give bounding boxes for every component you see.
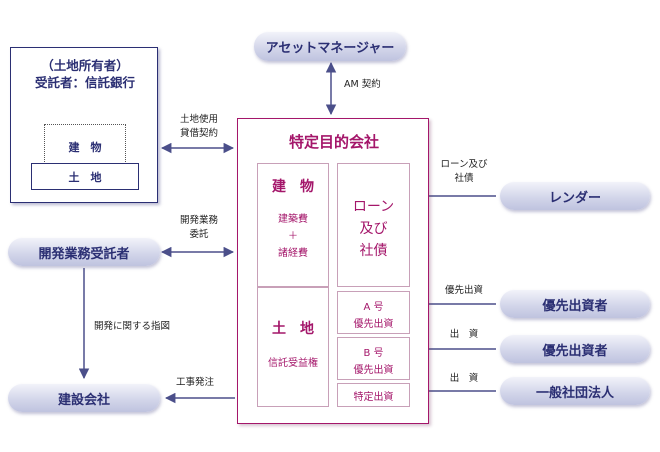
- lender-box: レンダー: [500, 182, 650, 210]
- spc-class-a-line1: A 号: [363, 302, 384, 313]
- pref-investor-a-box: 優先出資者: [500, 290, 650, 318]
- loan-label-line1: ローン及び: [440, 159, 488, 170]
- spc-land-box: 土 地 信託受益権: [257, 287, 329, 407]
- pref-label: 優先出資: [444, 285, 483, 296]
- pref-investor-a-label: 優先出資者: [542, 298, 608, 314]
- owner-land-box: 土 地: [31, 163, 139, 190]
- contrib-label-1: 出 資: [449, 329, 479, 340]
- general-assoc-label: 一般社団法人: [535, 385, 614, 401]
- spc-building-cost: 建築費: [278, 214, 308, 225]
- owner-land-label: 土 地: [68, 170, 102, 184]
- dev-contract-label-line1: 開発業務: [179, 215, 218, 226]
- spc-class-a-box: A 号 優先出資: [337, 291, 410, 334]
- construction-company-label: 建設会社: [57, 392, 110, 408]
- spc-land-sub: 信託受益権: [268, 358, 318, 369]
- spc-box: 特定目的会社 建 物 建築費 ＋ 諸経費 土 地 信託受益権 ローン 及び 社債…: [237, 118, 429, 424]
- spc-specified-label: 特定出資: [353, 391, 394, 403]
- pref-investor-b-box: 優先出資者: [500, 335, 650, 363]
- owner-building-label: 建 物: [68, 141, 102, 154]
- spc-loan-line1: ローン: [352, 199, 395, 215]
- spc-loan-line2: 及び: [359, 221, 388, 237]
- lease-label-line2: 貸借契約: [179, 128, 218, 139]
- am-contract-label: AM 契約: [344, 79, 381, 90]
- construction-order-label: 工事発注: [176, 377, 215, 388]
- owner-title-line1: （土地所有者）: [41, 58, 129, 73]
- building-dotted-box: 建 物: [44, 124, 126, 166]
- asset-manager-label: アセットマネージャー: [265, 41, 395, 56]
- spc-building-title: 建 物: [272, 179, 314, 195]
- dev-contractor-box: 開発業務受託者: [8, 238, 160, 266]
- spc-class-b-box: B 号 優先出資: [337, 337, 410, 380]
- spc-specified-box: 特定出資: [337, 383, 410, 407]
- pref-investor-b-label: 優先出資者: [542, 343, 608, 359]
- spc-class-a-line2: 優先出資: [353, 319, 394, 330]
- spc-land-title: 土 地: [272, 321, 314, 337]
- spc-class-b-line1: B 号: [363, 348, 384, 359]
- spc-loan-line3: 社債: [359, 243, 388, 259]
- construction-company-box: 建設会社: [8, 384, 160, 412]
- dev-contractor-label: 開発業務受託者: [38, 246, 130, 262]
- loan-label-line2: 社債: [454, 173, 474, 184]
- owner-title-line2: 受託者：信託銀行: [34, 75, 135, 90]
- land-owner-box: （土地所有者） 受託者：信託銀行 建 物 土 地: [10, 47, 158, 203]
- spc-title: 特定目的会社: [288, 133, 379, 151]
- spc-building-box: 建 物 建築費 ＋ 諸経費: [257, 163, 329, 287]
- spc-building-expenses: 諸経費: [278, 248, 308, 259]
- asset-manager-box: アセットマネージャー: [254, 32, 406, 61]
- instruction-label: 開発に関する指図: [94, 321, 171, 332]
- spc-class-b-line2: 優先出資: [353, 365, 394, 376]
- lease-label-line1: 土地使用: [179, 114, 218, 125]
- dev-contract-label-line2: 委託: [189, 229, 209, 240]
- general-assoc-box: 一般社団法人: [500, 377, 650, 405]
- spc-building-plus: ＋: [288, 231, 298, 242]
- spc-loan-box: ローン 及び 社債: [337, 163, 410, 287]
- contrib-label-2: 出 資: [449, 373, 479, 384]
- lender-label: レンダー: [548, 190, 601, 206]
